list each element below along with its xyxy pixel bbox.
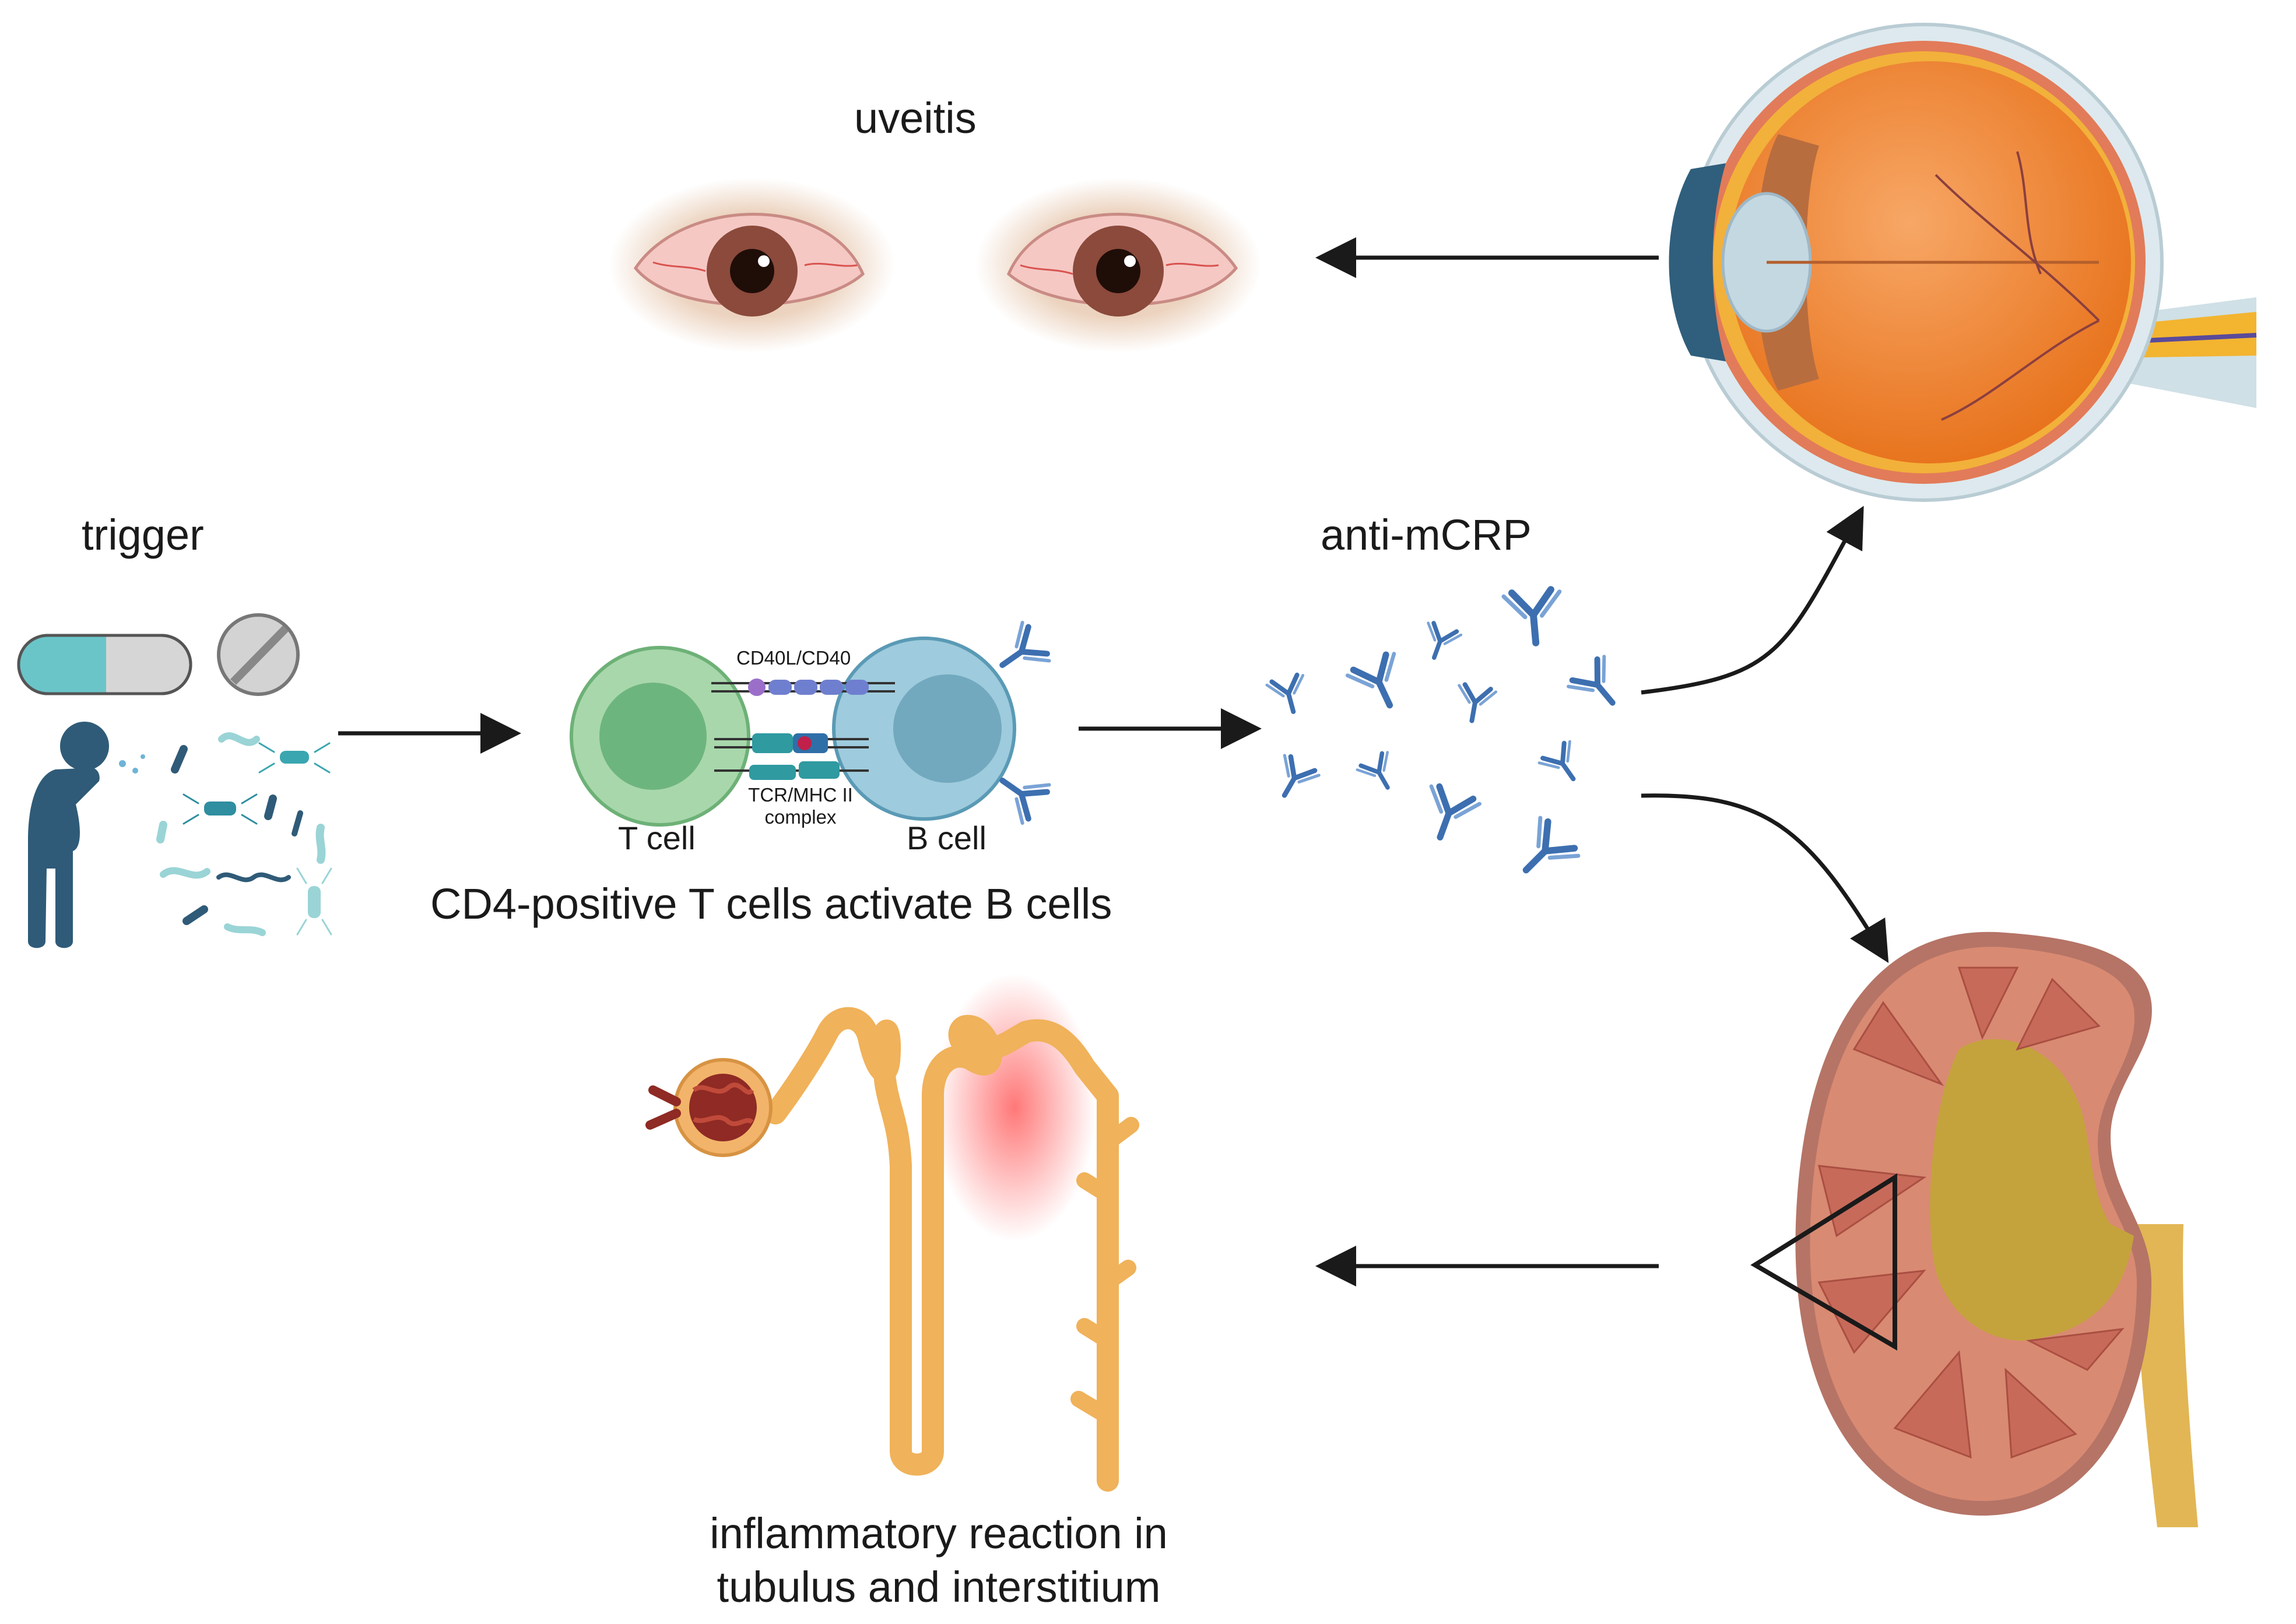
activation-caption: CD4-positive T cells activate B cells [430, 880, 1112, 928]
tcr-mhc-label: TCR/MHC II complex [739, 784, 862, 828]
b-cell-label: B cell [907, 820, 986, 856]
red-eyes-icon [609, 178, 1261, 353]
tcr-mhc-label-line2: complex [764, 806, 837, 828]
b-cell-icon [832, 621, 1051, 825]
arrows [338, 237, 1889, 1286]
trigger-label: trigger [82, 511, 204, 559]
sneezing-person-icon [28, 722, 145, 948]
receptor-complexes [711, 679, 895, 780]
kidney-cross-section-icon [1750, 931, 2198, 1527]
t-cell-label: T cell [618, 820, 696, 856]
tablet-icon [217, 613, 300, 696]
tcr-mhc-label-line1: TCR/MHC II [748, 784, 853, 806]
capsule-icon [17, 634, 192, 695]
anti-mcrp-label: anti-mCRP [1321, 511, 1532, 559]
cd40-label: CD40L/CD40 [736, 647, 851, 669]
eyeball-cross-section-icon [1669, 23, 2257, 502]
nephron-icon [645, 973, 1139, 1492]
antibody-icon [1266, 589, 1630, 889]
inflammation-caption-line1: inflammatory reaction in [710, 1509, 1168, 1558]
t-cell-icon [570, 646, 750, 827]
inflammation-caption-line2: tubulus and interstitium [717, 1563, 1161, 1611]
uveitis-label: uveitis [854, 94, 977, 142]
arrow-antibodies-to-eye [1641, 505, 1864, 695]
arrow-antibodies-to-kidney [1641, 793, 1889, 964]
bacteria-icon [156, 732, 332, 936]
inflammation-caption: inflammatory reaction in tubulus and int… [641, 1507, 1236, 1614]
